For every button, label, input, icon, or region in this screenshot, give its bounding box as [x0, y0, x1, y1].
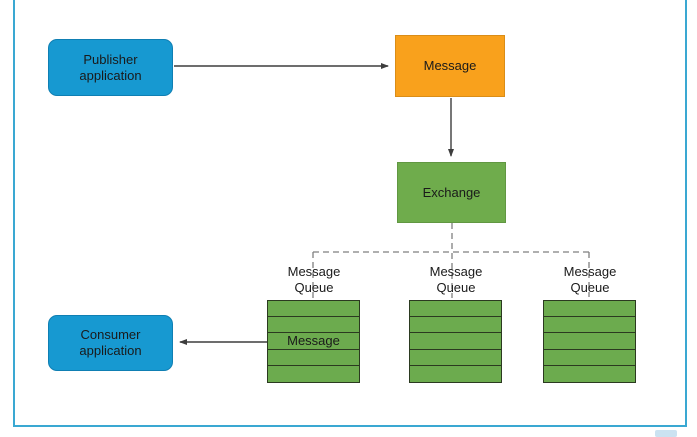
queue-row: [410, 366, 501, 382]
queue-row: [544, 301, 635, 318]
message-label: Message: [423, 58, 477, 73]
message-queue-3: [543, 300, 636, 383]
queue-row: [410, 350, 501, 366]
consumer-application-node: Consumer application: [48, 315, 173, 371]
queue-row: [544, 350, 635, 366]
frame-border-bottom: [13, 425, 687, 427]
queue-row: [410, 317, 501, 334]
queue-row: [268, 366, 359, 382]
queue-row: [268, 350, 359, 366]
queue-row: [544, 317, 635, 334]
message-queue-2: [409, 300, 502, 383]
publisher-application-label: Publisher application: [79, 51, 142, 83]
queue1-message-label: Message: [287, 333, 340, 349]
watermark-smudge: [655, 430, 677, 437]
frame-border-right: [685, 0, 687, 427]
queue-row: [268, 317, 359, 334]
queue-row: [410, 333, 501, 350]
message-node: Message: [395, 35, 505, 97]
publisher-application-node: Publisher application: [48, 39, 173, 96]
exchange-label: Exchange: [422, 184, 481, 200]
queue-row-message: Message: [268, 333, 359, 350]
queue-row: [410, 301, 501, 318]
exchange-node: Exchange: [397, 162, 506, 223]
queue3-title: Message Queue: [563, 264, 617, 295]
frame-border-left: [13, 0, 15, 427]
queue2-title: Message Queue: [429, 264, 483, 295]
queue-row: [268, 301, 359, 318]
queue-row: [544, 366, 635, 382]
queue-row: [544, 333, 635, 350]
consumer-application-label: Consumer application: [79, 327, 142, 358]
queue1-title: Message Queue: [287, 264, 341, 295]
message-queue-1: Message: [267, 300, 360, 383]
